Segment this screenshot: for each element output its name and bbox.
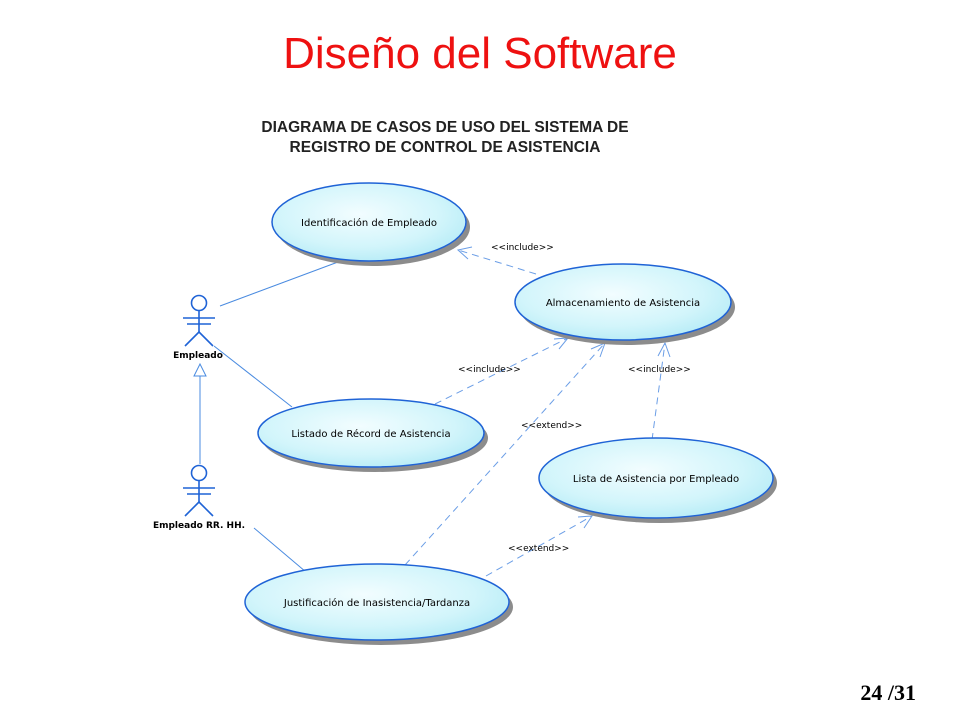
- page-current: 24: [860, 680, 883, 705]
- use-case-label: Almacenamiento de Asistencia: [546, 298, 700, 309]
- use-case-label: Listado de Récord de Asistencia: [291, 428, 450, 440]
- actor-figure-icon: [183, 464, 215, 517]
- actor-empleado[interactable]: Empleado: [173, 294, 223, 362]
- use-case-justificacion[interactable]: Justificación de Inasistencia/Tardanza: [244, 563, 513, 645]
- use-case-listado[interactable]: Listado de Récord de Asistencia: [257, 398, 488, 472]
- label-extend-1: <<extend>>: [521, 421, 582, 431]
- include-almacenamiento-identificacion: [457, 249, 537, 275]
- assoc-rrhh-justificacion: [253, 527, 307, 573]
- include-listaempleado-almacenamiento: [651, 342, 666, 441]
- actor-label: Empleado: [173, 351, 223, 361]
- page-number: 24 /31: [860, 680, 916, 706]
- use-case-label: Justificación de Inasistencia/Tardanza: [283, 597, 470, 609]
- label-include-1: <<include>>: [491, 243, 554, 253]
- actor-empleado-rrhh[interactable]: Empleado RR. HH.: [153, 464, 245, 532]
- diagram-heading-line1: DIAGRAMA DE CASOS DE USO DEL SISTEMA DE: [261, 119, 628, 136]
- label-include-2: <<include>>: [458, 365, 521, 375]
- label-include-3: <<include>>: [628, 365, 691, 375]
- diagram-heading-line2: REGISTRO DE CONTROL DE ASISTENCIA: [290, 139, 601, 156]
- label-extend-2: <<extend>>: [508, 544, 569, 554]
- page-total: /31: [887, 680, 916, 705]
- use-case-label: Identificación de Empleado: [301, 217, 437, 229]
- extend-justificacion-almacenamiento: [404, 342, 606, 566]
- use-case-almacenamiento[interactable]: Almacenamiento de Asistencia: [514, 263, 735, 345]
- assoc-empleado-identificacion: [219, 261, 339, 307]
- actor-figure-icon: [183, 294, 215, 347]
- actor-label: Empleado RR. HH.: [153, 521, 245, 531]
- include-listado-almacenamiento: [434, 337, 569, 405]
- assoc-empleado-listado: [213, 345, 293, 408]
- slide-title: Diseño del Software: [283, 29, 677, 78]
- extend-justificacion-listaempleado: [485, 515, 593, 577]
- association-lines: [213, 261, 339, 573]
- use-case-identificacion[interactable]: Identificación de Empleado: [271, 182, 470, 266]
- use-case-label: Lista de Asistencia por Empleado: [573, 474, 739, 485]
- use-case-lista-empleado[interactable]: Lista de Asistencia por Empleado: [538, 437, 777, 523]
- generalization-arrow: [193, 362, 207, 464]
